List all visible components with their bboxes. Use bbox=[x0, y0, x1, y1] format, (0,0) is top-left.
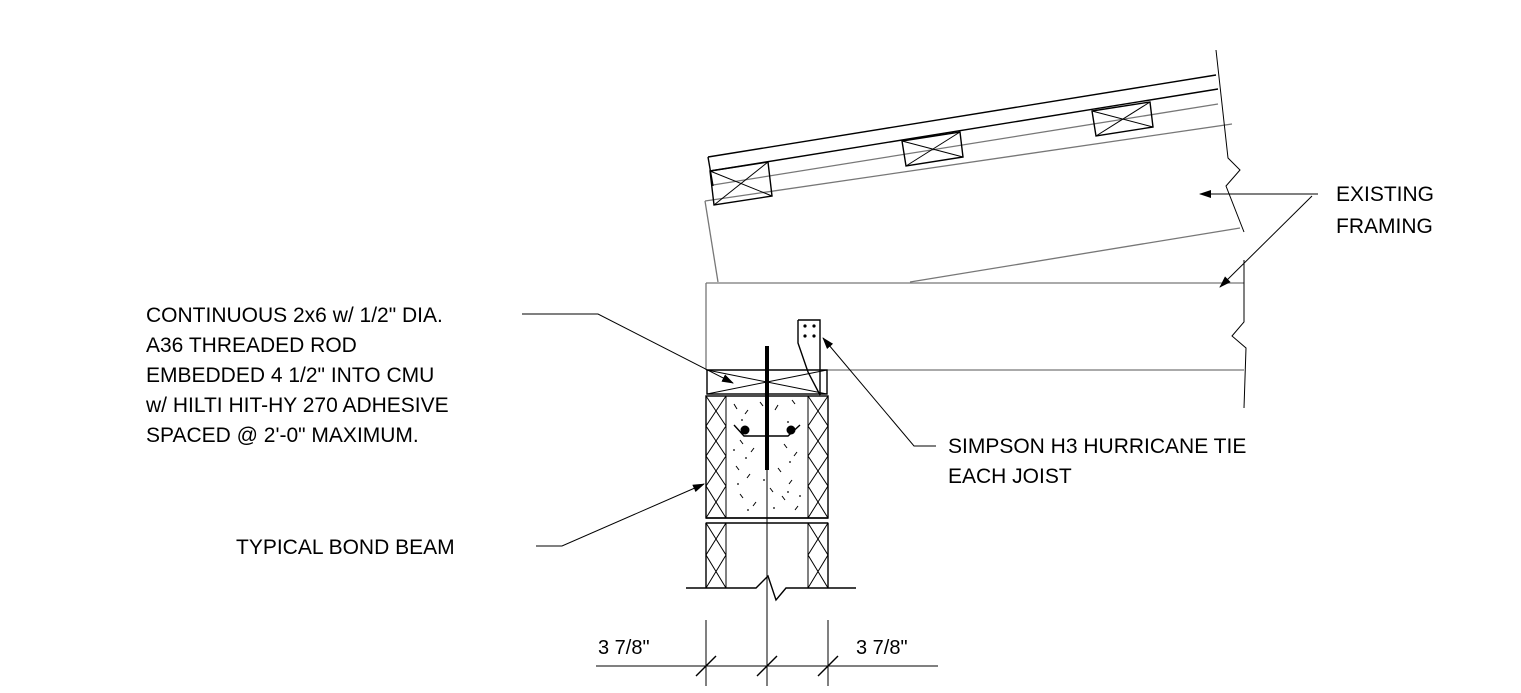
leader-bond-beam bbox=[536, 483, 705, 547]
existing-framing-line-2: FRAMING bbox=[1336, 215, 1433, 238]
leader-existing-framing bbox=[1199, 190, 1318, 288]
hurricane-tie-line-2: EACH JOIST bbox=[948, 465, 1072, 488]
hurricane-tie-line-1: SIMPSON H3 HURRICANE TIE bbox=[948, 435, 1246, 458]
continuous-2x6-label: CONTINUOUS 2x6 w/ 1/2" DIA. A36 THREADED… bbox=[145, 304, 455, 447]
continuous-2x6-line-4: w/ HILTI HIT-HY 270 ADHESIVE bbox=[145, 394, 449, 417]
continuous-2x6-line-5: SPACED @ 2'-0" MAXIMUM. bbox=[146, 424, 419, 447]
hurricane-tie bbox=[797, 319, 821, 396]
purlin-block-2 bbox=[901, 131, 964, 167]
continuous-2x6-line-2: A36 THREADED ROD bbox=[146, 334, 357, 357]
existing-rafter-framing bbox=[704, 49, 1245, 283]
existing-framing-label: EXISTING FRAMING bbox=[1336, 183, 1440, 238]
hurricane-tie-label: SIMPSON H3 HURRICANE TIE EACH JOIST bbox=[948, 435, 1252, 488]
existing-framing-line-1: EXISTING bbox=[1336, 183, 1434, 206]
bond-beam-label: TYPICAL BOND BEAM bbox=[236, 536, 455, 559]
dimension-left: 3 7/8" bbox=[598, 637, 650, 659]
cmu-wall bbox=[686, 522, 856, 602]
continuous-2x6-line-3: EMBEDDED 4 1/2" INTO CMU bbox=[146, 364, 434, 387]
continuous-2x6-line-1: CONTINUOUS 2x6 w/ 1/2" DIA. bbox=[146, 304, 443, 327]
leader-hurricane-tie bbox=[822, 337, 936, 447]
leader-continuous-2x6 bbox=[522, 313, 734, 384]
purlin-block-3 bbox=[1091, 101, 1154, 137]
dimension-right: 3 7/8" bbox=[856, 637, 908, 659]
purlin-block-1 bbox=[709, 161, 773, 206]
dimension-lines bbox=[596, 620, 938, 686]
